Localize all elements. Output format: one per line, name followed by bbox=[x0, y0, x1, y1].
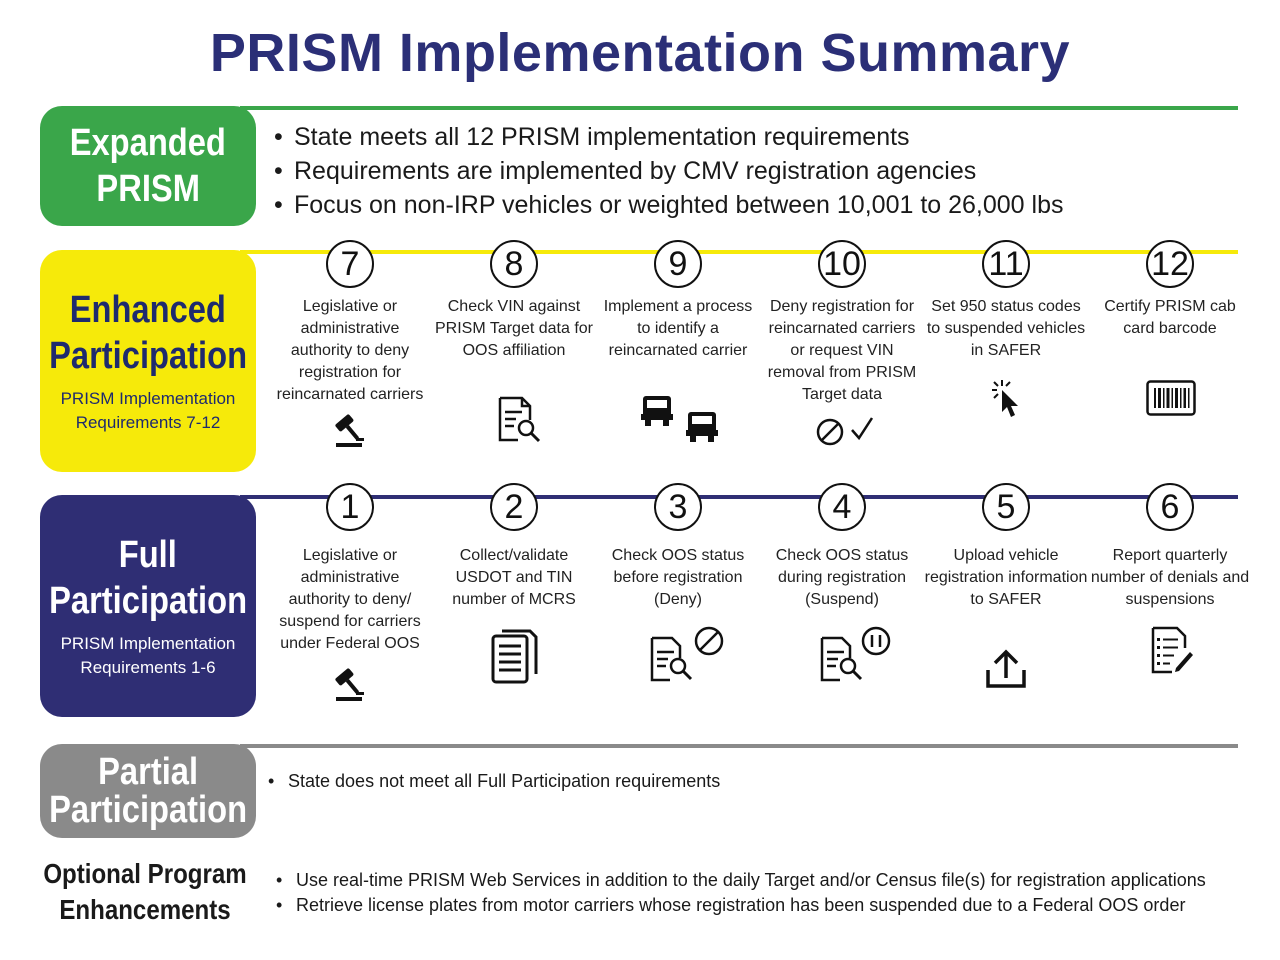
requirement-number: 10 bbox=[818, 240, 866, 288]
requirement-7: 7 Legislative or administrative authorit… bbox=[268, 240, 432, 406]
optional-enhancements-title: Optional Program Enhancements bbox=[38, 856, 253, 928]
list-item: Focus on non-IRP vehicles or weighted be… bbox=[272, 188, 1063, 222]
requirement-9: 9 Implement a process to identify a rein… bbox=[596, 240, 760, 362]
requirement-number: 12 bbox=[1146, 240, 1194, 288]
requirement-12: 12 Certify PRISM cab card barcode bbox=[1088, 240, 1252, 340]
gavel-icon bbox=[335, 414, 364, 447]
requirement-1: 1 Legislative or administrative authorit… bbox=[268, 483, 432, 655]
requirement-8: 8 Check VIN against PRISM Target data fo… bbox=[432, 240, 596, 362]
expanded-label-line1: Expanded bbox=[69, 122, 227, 164]
full-label-line2: Participation bbox=[49, 580, 247, 622]
document-search-pause-icon bbox=[820, 626, 891, 682]
full-band-line bbox=[240, 495, 1238, 499]
enhanced-label-line1: Enhanced bbox=[69, 289, 227, 331]
list-item: Requirements are implemented by CMV regi… bbox=[272, 154, 1063, 188]
enhanced-sub-label: PRISM Implementation Requirements 7-12 bbox=[61, 387, 236, 435]
requirement-number: 5 bbox=[982, 483, 1030, 531]
requirement-text: Report quarterly number of denials and s… bbox=[1090, 547, 1250, 608]
requirement-number: 11 bbox=[982, 240, 1030, 288]
full-label-line1: Full bbox=[118, 534, 178, 576]
requirement-text: Collect/validate USDOT and TIN number of… bbox=[452, 547, 576, 608]
partial-band-line bbox=[240, 744, 1238, 748]
expanded-prism-tab: Expanded PRISM bbox=[40, 106, 256, 226]
requirement-text: Upload vehicle registration information … bbox=[924, 547, 1088, 608]
list-item: Use real-time PRISM Web Services in addi… bbox=[274, 868, 1206, 893]
requirement-number: 3 bbox=[654, 483, 702, 531]
optional-label-line2: Enhancements bbox=[59, 894, 231, 925]
trucks-icon bbox=[641, 396, 718, 442]
requirement-number: 6 bbox=[1146, 483, 1194, 531]
expanded-label-line2: PRISM bbox=[96, 168, 200, 210]
requirement-5: 5 Upload vehicle registration informatio… bbox=[924, 483, 1088, 611]
enhanced-band-line bbox=[240, 250, 1238, 254]
full-sub-line2: Requirements 1-6 bbox=[80, 658, 216, 677]
enhanced-label-line2: Participation bbox=[49, 335, 247, 377]
requirement-text: Certify PRISM cab card barcode bbox=[1104, 298, 1236, 337]
list-item: Retrieve license plates from motor carri… bbox=[274, 893, 1206, 918]
document-search-icon bbox=[498, 396, 541, 443]
enhanced-participation-tab: Enhanced Participation PRISM Implementat… bbox=[40, 250, 256, 472]
list-item: State meets all 12 PRISM implementation … bbox=[272, 120, 1063, 154]
full-participation-band: Full Participation PRISM Implementation … bbox=[40, 495, 1238, 717]
requirement-text: Check VIN against PRISM Target data for … bbox=[435, 298, 593, 359]
requirement-number: 1 bbox=[326, 483, 374, 531]
enhanced-sub-line1: PRISM Implementation bbox=[60, 389, 236, 408]
partial-label-line2: Participation bbox=[49, 789, 247, 831]
enhanced-participation-band: Enhanced Participation PRISM Implementat… bbox=[40, 250, 1238, 472]
requirement-text: Legislative or administrative authority … bbox=[279, 547, 421, 652]
full-participation-tab: Full Participation PRISM Implementation … bbox=[40, 495, 256, 717]
requirement-text: Set 950 status codes to suspended vehicl… bbox=[926, 298, 1086, 359]
report-pen-icon bbox=[1151, 626, 1193, 674]
requirement-4: 4 Check OOS status during registration (… bbox=[760, 483, 924, 611]
gavel-icon bbox=[335, 668, 364, 701]
document-search-deny-icon bbox=[650, 626, 724, 682]
full-sub-label: PRISM Implementation Requirements 1-6 bbox=[61, 632, 236, 680]
full-sub-line1: PRISM Implementation bbox=[60, 634, 236, 653]
upload-icon bbox=[986, 649, 1026, 688]
barcode-icon bbox=[1146, 380, 1196, 416]
partial-participation-tab: Partial Participation bbox=[40, 744, 256, 838]
page-title: PRISM Implementation Summary bbox=[209, 23, 1071, 83]
expanded-band-line bbox=[240, 106, 1238, 110]
requirement-number: 7 bbox=[326, 240, 374, 288]
requirement-number: 8 bbox=[490, 240, 538, 288]
requirement-text: Legislative or administrative authority … bbox=[276, 298, 424, 403]
requirement-6: 6 Report quarterly number of denials and… bbox=[1088, 483, 1252, 611]
partial-label-line1: Partial bbox=[98, 751, 198, 793]
partial-participation-band: Partial Participation bbox=[40, 744, 1238, 838]
deny-check-icon bbox=[816, 417, 874, 446]
cursor-click-icon bbox=[992, 380, 1018, 417]
requirement-10: 10 Deny registration for reincarnated ca… bbox=[760, 240, 924, 406]
list-item: State does not meet all Full Participati… bbox=[266, 769, 720, 793]
requirement-text: Check OOS status during registration (Su… bbox=[775, 547, 909, 608]
optional-label-line1: Optional Program bbox=[43, 858, 247, 889]
requirement-text: Check OOS status before registration (De… bbox=[611, 547, 745, 608]
requirement-number: 2 bbox=[490, 483, 538, 531]
requirement-number: 9 bbox=[654, 240, 702, 288]
requirement-text: Implement a process to identify a reinca… bbox=[603, 298, 753, 359]
partial-bullets: State does not meet all Full Participati… bbox=[266, 769, 720, 793]
enhanced-sub-line2: Requirements 7-12 bbox=[75, 413, 221, 432]
expanded-prism-band: Expanded PRISM bbox=[40, 106, 1238, 226]
expanded-bullets: State meets all 12 PRISM implementation … bbox=[272, 120, 1063, 222]
requirement-3: 3 Check OOS status before registration (… bbox=[596, 483, 760, 611]
requirement-text: Deny registration for reincarnated carri… bbox=[767, 298, 917, 403]
requirement-11: 11 Set 950 status codes to suspended veh… bbox=[924, 240, 1088, 362]
requirement-number: 4 bbox=[818, 483, 866, 531]
optional-bullets: Use real-time PRISM Web Services in addi… bbox=[274, 868, 1206, 918]
requirement-2: 2 Collect/validate USDOT and TIN number … bbox=[432, 483, 596, 611]
documents-icon bbox=[491, 629, 538, 684]
